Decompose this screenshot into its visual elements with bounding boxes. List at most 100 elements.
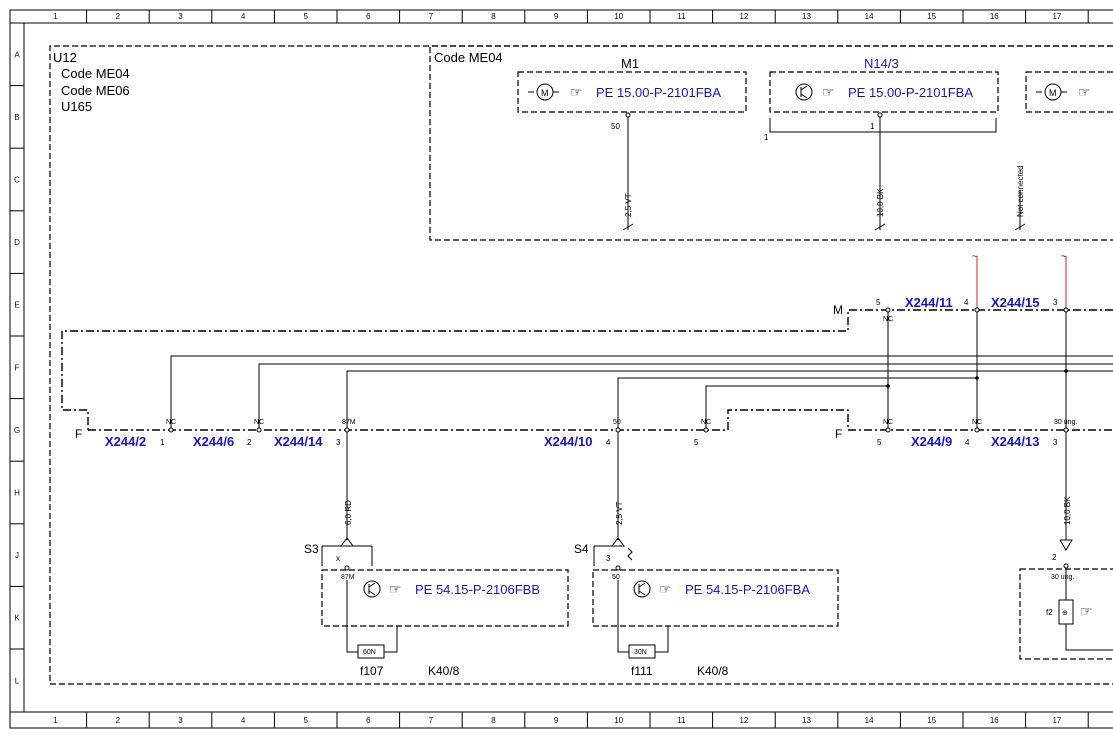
row-label: J bbox=[15, 551, 19, 560]
connector-x244-11[interactable]: X244/11 bbox=[905, 295, 953, 310]
connector-pin bbox=[344, 427, 350, 433]
connector-pin-number: 5 bbox=[877, 438, 882, 447]
svg-text:⊕: ⊕ bbox=[1062, 610, 1068, 617]
wire-s3-spec: 6,0 RD bbox=[344, 500, 353, 525]
connector-pin-tag: NC bbox=[701, 419, 711, 426]
connector-pin-tag: 50 bbox=[613, 419, 621, 426]
m1-reference-link[interactable]: PE 15.00-P-2101FBA bbox=[596, 85, 721, 100]
connector-pin-number: 1 bbox=[160, 438, 165, 447]
connector-pin bbox=[615, 427, 621, 433]
n14-3-box bbox=[769, 71, 999, 113]
svg-text:2: 2 bbox=[1052, 553, 1057, 562]
connector-pin bbox=[168, 427, 174, 433]
reference-hand-icon: ☞ bbox=[659, 581, 672, 597]
connector-name[interactable]: X244/9 bbox=[911, 434, 952, 449]
column-label: 2 bbox=[116, 716, 121, 725]
reference-hand-icon: ☞ bbox=[1080, 603, 1093, 619]
n14-3-label[interactable]: N14/3 bbox=[864, 56, 899, 71]
svg-text:M: M bbox=[1049, 88, 1057, 98]
module-boundary bbox=[49, 45, 1113, 685]
connector-x244-15[interactable]: X244/15 bbox=[991, 295, 1039, 310]
column-label: 8 bbox=[491, 12, 496, 21]
svg-text:5: 5 bbox=[876, 298, 881, 307]
wire-n14-3-spec: 10,0 BK bbox=[876, 188, 885, 217]
row-label: C bbox=[14, 176, 20, 185]
f111-label: f111 bbox=[631, 664, 653, 678]
sheet-frame bbox=[9, 9, 1113, 729]
svg-text:M: M bbox=[541, 88, 549, 98]
row-label: E bbox=[14, 301, 19, 310]
n14-3-pin-label: 1 bbox=[870, 122, 875, 131]
f107-group: K40/8 bbox=[428, 664, 460, 678]
connector-pin bbox=[256, 427, 262, 433]
connector-pin-tag: NC bbox=[166, 419, 176, 426]
transistor-icon bbox=[795, 83, 813, 101]
connector-boundary-upper bbox=[61, 309, 1113, 430]
transistor-icon bbox=[633, 580, 651, 598]
connector-name[interactable]: X244/6 bbox=[193, 434, 234, 449]
column-label: 16 bbox=[990, 12, 999, 21]
wire-not-connected: Not connected bbox=[1016, 165, 1025, 217]
svg-text:3: 3 bbox=[1053, 298, 1058, 307]
column-label: 5 bbox=[303, 716, 308, 725]
column-label: 17 bbox=[1052, 716, 1061, 725]
column-label: 9 bbox=[554, 12, 559, 21]
transistor-icon bbox=[363, 580, 381, 598]
n14-3-pin bbox=[877, 112, 883, 118]
s4-reference-link[interactable]: PE 54.15-P-2106FBA bbox=[685, 582, 810, 597]
s3-box bbox=[321, 569, 569, 627]
m1-pin-label: 50 bbox=[611, 122, 620, 131]
reference-hand-icon: ☞ bbox=[389, 581, 402, 597]
column-label: 2 bbox=[116, 12, 121, 21]
connector-name[interactable]: X244/13 bbox=[991, 434, 1039, 449]
sub-module-boundary bbox=[429, 45, 1113, 241]
row-label: K bbox=[14, 614, 20, 623]
column-label: 11 bbox=[677, 12, 686, 21]
column-label: 14 bbox=[865, 716, 874, 725]
svg-text:87M: 87M bbox=[341, 574, 355, 581]
connector-name[interactable]: X244/2 bbox=[105, 434, 146, 449]
row-label: F bbox=[15, 363, 20, 372]
n14-3-reference-link[interactable]: PE 15.00-P-2101FBA bbox=[848, 85, 973, 100]
column-label: 7 bbox=[429, 12, 434, 21]
s4-label: S4 bbox=[574, 542, 589, 556]
column-label: 3 bbox=[178, 716, 183, 725]
wire-s4-spec: 2,5 VT bbox=[615, 501, 624, 525]
column-label: 7 bbox=[429, 716, 434, 725]
component-box-partial bbox=[1025, 71, 1113, 113]
s3-reference-link[interactable]: PE 54.15-P-2106FBB bbox=[415, 582, 540, 597]
wire-right-spec: 10,0 BK bbox=[1063, 496, 1072, 525]
connector-pin-number: 2 bbox=[247, 438, 252, 447]
svg-text:~: ~ bbox=[1061, 251, 1066, 261]
connector-name[interactable]: X244/14 bbox=[274, 434, 323, 449]
row-label: A bbox=[14, 50, 20, 59]
connector-m-marker: M bbox=[833, 303, 843, 317]
connector-pin-number: 4 bbox=[606, 438, 611, 447]
column-label: 13 bbox=[802, 12, 811, 21]
sub-module-code: Code ME04 bbox=[434, 50, 503, 65]
column-label: 12 bbox=[739, 12, 748, 21]
column-label: 5 bbox=[303, 12, 308, 21]
column-label: 15 bbox=[927, 12, 936, 21]
reference-hand-icon: ☞ bbox=[1078, 84, 1091, 100]
module-code-3: U165 bbox=[61, 99, 92, 114]
wire-m1-spec: 2,5 VT bbox=[624, 193, 633, 217]
connector-pin-number: 4 bbox=[965, 438, 970, 447]
svg-text:x: x bbox=[336, 554, 340, 563]
svg-text:~: ~ bbox=[972, 251, 977, 261]
connector-row-bottom: NC1X244/2NC2X244/687M3X244/14504X244/10N… bbox=[105, 419, 1077, 449]
s4-box bbox=[592, 569, 839, 627]
svg-text:4: 4 bbox=[964, 298, 969, 307]
module-name: U12 bbox=[53, 50, 77, 65]
s3-label: S3 bbox=[304, 542, 319, 556]
connector-name[interactable]: X244/10 bbox=[544, 434, 592, 449]
row-label: H bbox=[14, 489, 20, 498]
m1-box bbox=[517, 71, 747, 113]
reference-hand-icon: ☞ bbox=[822, 84, 835, 100]
connector-pin bbox=[974, 427, 980, 433]
row-label: G bbox=[14, 426, 20, 435]
connector-pin-tag: NC bbox=[883, 419, 893, 426]
